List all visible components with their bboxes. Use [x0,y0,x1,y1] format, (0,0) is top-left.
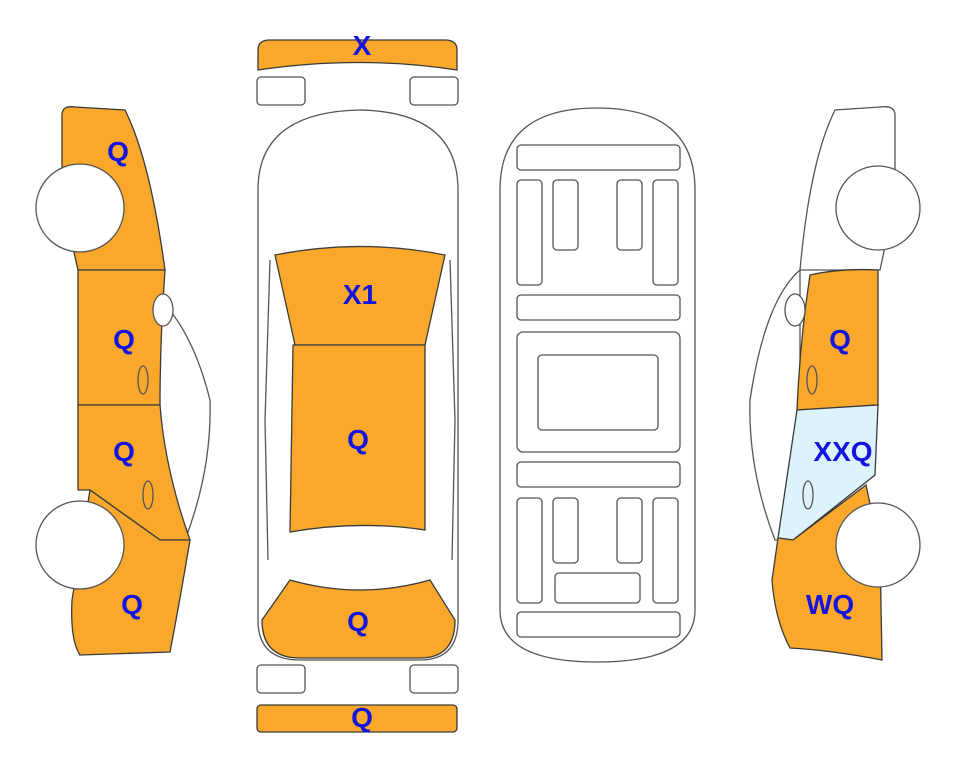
right-rear-quarter-label: WQ [805,589,855,620]
underside-view [499,107,696,663]
hood-panel[interactable] [274,245,446,346]
left-rear-wheel [35,500,125,590]
left-front-fender-label: Q [107,136,129,167]
left-headlight [256,76,306,106]
right-rear-door-label: XXQ [813,436,873,467]
left-rear-door-label: Q [113,436,135,467]
left-front-door-label: Q [113,324,135,355]
left-front-wheel [35,163,125,253]
right-rear-wheel [835,502,921,588]
right-taillight [409,664,459,694]
front-bumper-label: X [352,30,372,61]
front-bumper-panel[interactable] [257,39,458,71]
trunk-label: Q [347,606,369,637]
right-side-view [749,106,921,661]
right-front-wheel [835,165,921,251]
left-taillight [256,664,306,694]
left-side-view [35,106,211,656]
roof-panel[interactable] [289,344,426,533]
right-rear-door-panel[interactable] [777,404,879,541]
top-view [256,39,459,733]
rear-bumper-panel[interactable] [256,704,458,733]
rear-bumper-label: Q [351,702,373,733]
right-front-door-label: Q [829,324,851,355]
right-headlight [409,76,459,106]
roof-label: Q [347,424,369,455]
left-rear-quarter-label: Q [121,589,143,620]
hood-label: X1 [342,279,378,310]
trunk-panel[interactable] [261,579,456,659]
